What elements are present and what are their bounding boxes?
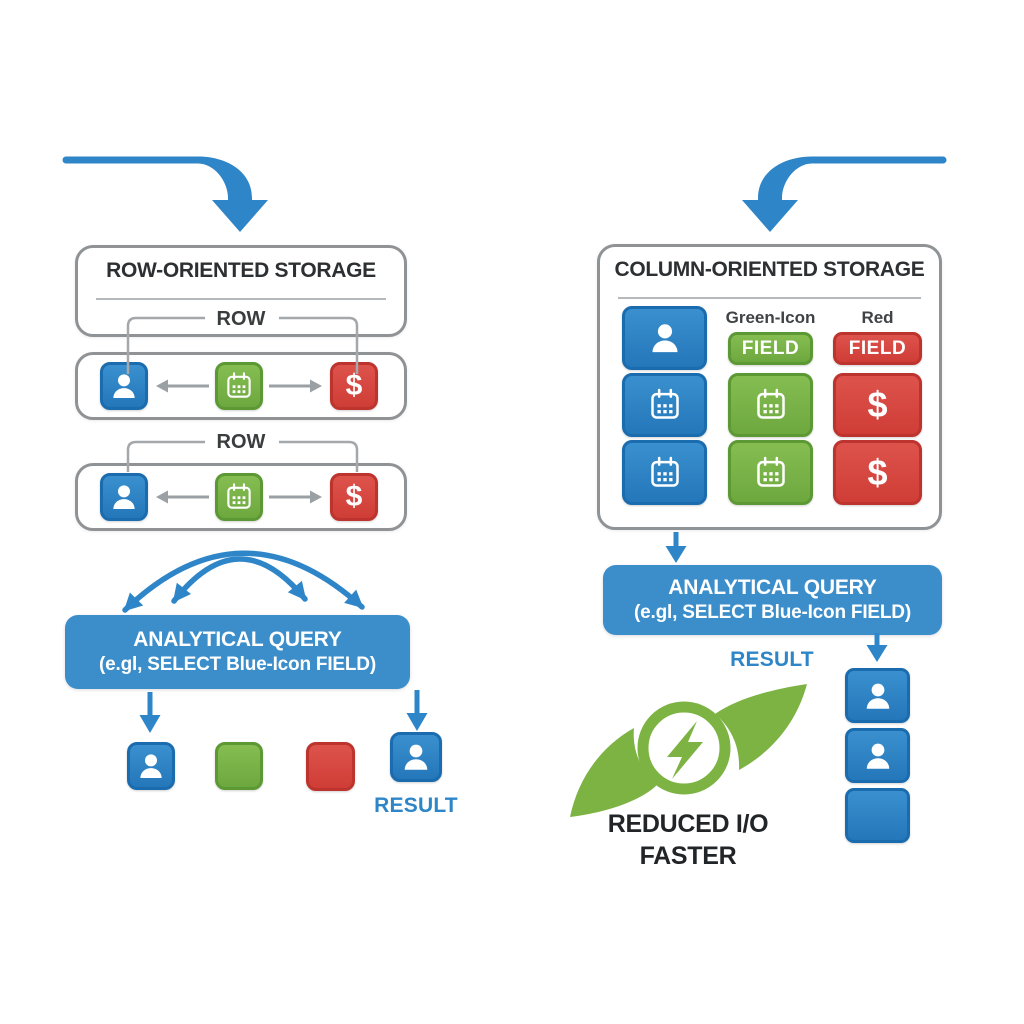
dollar-icon: $ [833,440,922,505]
benefit-reduced-io: REDUCED I/O [607,810,769,838]
analytical-query-box-left: ANALYTICAL QUERY (e.gl, SELECT Blue-Icon… [65,615,410,689]
dollar-icon: $ [330,473,378,521]
dollar-glyph: $ [345,369,363,402]
down-arrow-icon [665,532,687,563]
result-label-right: RESULT [730,648,814,671]
query-title: ANALYTICAL QUERY [133,628,342,651]
swoosh-right [715,684,807,770]
calendar-icon [622,373,707,437]
dollar-icon: $ [833,373,922,437]
query-example: (e.gl, SELECT Blue-Icon FIELD) [634,602,911,623]
swoosh-left [570,728,658,817]
row-oriented-title: ROW-ORIENTED STORAGE [106,259,376,282]
row-oriented-panel: ROW-ORIENTED STORAGE ROW [75,245,407,337]
result-user-icon [845,668,910,723]
row-label-2: ROW [216,431,266,453]
result-user-icon [390,732,442,782]
divider [96,298,386,300]
flow-arrow-down-icon [62,156,268,232]
calendar-icon [728,373,813,437]
user-icon [100,362,148,410]
user-icon [100,473,148,521]
emblem-ring [637,701,731,795]
calendar-icon [215,362,263,410]
result-blue-block [845,788,910,843]
curved-arrow-icon [122,550,365,613]
dollar-icon: $ [330,362,378,410]
dollar-glyph: $ [867,384,888,425]
red-field-pill: FIELD [833,332,922,365]
green-column-label: Green-Icon [725,308,816,327]
row-label-1: ROW [216,308,266,330]
field-label: FIELD [848,337,907,359]
column-oriented-title: COLUMN-ORIENTED STORAGE [614,258,925,281]
dollar-glyph: $ [867,451,888,493]
flow-arrow-down-icon [742,156,947,232]
result-user-icon [845,728,910,783]
red-column-label: Red [861,308,894,327]
analytical-query-box-right: ANALYTICAL QUERY (e.gl, SELECT Blue-Icon… [603,565,942,635]
dollar-glyph: $ [345,480,363,513]
speed-emblem [570,684,807,817]
down-arrow-icon [866,633,888,662]
down-arrow-icon [139,692,161,733]
calendar-icon [728,440,813,505]
query-title: ANALYTICAL QUERY [668,576,877,599]
curved-arrowheads [123,580,364,612]
result-user-icon [127,742,175,790]
field-label: FIELD [741,337,800,359]
red-block [306,742,355,791]
result-label-left: RESULT [374,794,458,817]
down-arrow-icon [406,690,428,731]
user-icon [622,306,707,370]
benefit-faster: FASTER [639,842,737,870]
divider [618,297,921,299]
green-block [215,742,263,790]
green-field-pill: FIELD [728,332,813,365]
calendar-icon [215,473,263,521]
lightning-icon [667,721,703,779]
query-example: (e.gl, SELECT Blue-Icon FIELD) [99,654,376,675]
calendar-icon [622,440,707,505]
